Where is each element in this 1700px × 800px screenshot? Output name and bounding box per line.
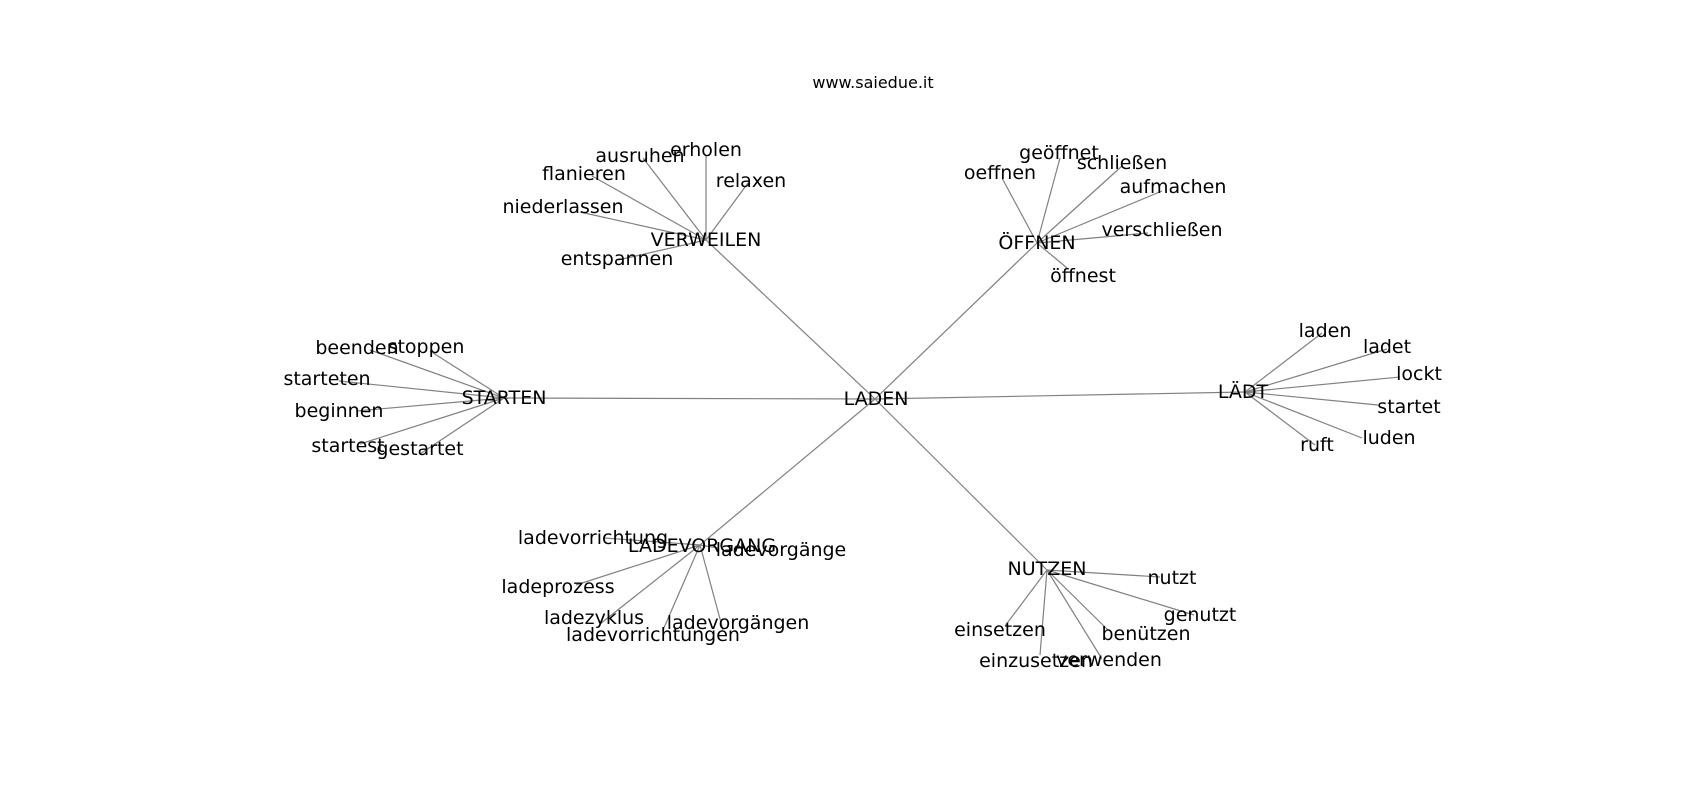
edge-hub-leaf (1244, 376, 1401, 393)
leaf-node-label: einzusetzen (979, 650, 1093, 672)
leaf-node-label: ladevorrichtungen (566, 624, 740, 646)
hub-node-label: VERWEILEN (651, 229, 762, 251)
leaf-node-label: benützen (1102, 623, 1191, 645)
edge-hub-leaf (1244, 391, 1316, 446)
leaf-node-label: ruft (1300, 434, 1334, 456)
edge-hub-leaf (642, 157, 707, 241)
edge-hub-leaf (599, 544, 701, 625)
leaf-node-label: geöffnet (1019, 142, 1099, 164)
leaf-node-label: niederlassen (502, 196, 623, 218)
leaf-node-label: beginnen (295, 400, 384, 422)
edge-hub-leaf (662, 544, 701, 631)
leaf-node-label: öffnest (1050, 265, 1116, 287)
hub-node-label: LÄDT (1218, 380, 1269, 403)
edge-hub-leaf (575, 544, 701, 586)
edge-center-hub (874, 398, 1048, 571)
hub-node-label: LADEVORGANG (628, 535, 776, 557)
edge-hub-leaf (699, 544, 724, 631)
edge-hub-leaf (429, 350, 505, 399)
edge-center-hub (705, 239, 876, 400)
leaf-node-label: ladevorgängen (667, 612, 810, 634)
leaf-node-label: startest (311, 435, 384, 457)
leaf-node-label: ladeprozess (501, 576, 614, 598)
site-watermark: www.saiedue.it (812, 73, 933, 92)
edge-hub-leaf (1036, 232, 1149, 244)
edge-hub-leaf (419, 397, 505, 455)
edge-center-hub (503, 397, 876, 400)
edge-hub-leaf (1244, 332, 1323, 393)
edge-hub-leaf (603, 537, 701, 546)
edge-hub-leaf (1036, 165, 1123, 244)
leaf-node-label: gestartet (376, 438, 463, 460)
edge-hub-leaf (579, 211, 707, 241)
leaf-node-label: entspannen (561, 248, 674, 270)
leaf-node-label: verschließen (1101, 219, 1222, 241)
edge-hub-leaf (1036, 242, 1068, 269)
leaf-node-label: oeffnen (964, 162, 1036, 184)
edge-center-hub (874, 391, 1246, 400)
leaf-node-label: relaxen (716, 170, 786, 192)
edge-hub-leaf (1046, 569, 1109, 631)
edge-hub-leaf (705, 182, 749, 241)
edge-center-hub (699, 398, 876, 546)
leaf-node-label: erholen (670, 139, 742, 161)
edge-hub-leaf (369, 349, 505, 399)
leaf-node-label: beenden (315, 337, 398, 359)
leaf-node-label: laden (1299, 320, 1352, 342)
edge-hub-leaf (1046, 569, 1103, 660)
edge-hub-leaf (359, 397, 505, 445)
leaf-node-label: starteten (283, 368, 370, 390)
edge-hub-leaf (1036, 157, 1061, 244)
leaf-node-label: schließen (1077, 152, 1167, 174)
edge-hub-leaf (1036, 190, 1163, 244)
leaf-node-label: stoppen (388, 336, 465, 358)
hub-node-label: NUTZEN (1008, 558, 1087, 580)
label-layer: www.saiedue.it LADEN erholenausruhenflan… (283, 73, 1441, 672)
center-node-label: LADEN (844, 388, 909, 410)
leaf-node-label: ausruhen (595, 145, 684, 167)
leaf-node-label: nutzt (1148, 567, 1197, 589)
edge-hub-leaf (617, 239, 707, 261)
edge-hub-leaf (1001, 177, 1038, 244)
edge-hub-leaf (1046, 569, 1161, 578)
leaf-node-label: ladezyklus (544, 607, 644, 629)
edge-layer (338, 155, 1401, 660)
leaf-node-label: luden (1362, 427, 1415, 449)
edge-center-hub (874, 242, 1038, 400)
leaf-node-label: ladevorrichtung (518, 527, 668, 549)
leaf-node-label: genutzt (1164, 604, 1237, 626)
edge-hub-leaf (699, 544, 719, 549)
edge-hub-leaf (1004, 569, 1048, 627)
edge-hub-leaf (338, 380, 505, 399)
leaf-node-label: einsetzen (954, 619, 1046, 641)
leaf-node-label: verwenden (1056, 649, 1162, 671)
leaf-node-label: ladet (1363, 336, 1411, 358)
edge-hub-leaf (1244, 391, 1363, 439)
leaf-node-label: startet (1377, 396, 1440, 418)
edge-hub-leaf (1046, 569, 1195, 616)
edge-hub-leaf (1244, 348, 1388, 393)
hub-node-label: ÖFFNEN (998, 231, 1075, 254)
edge-hub-leaf (1039, 569, 1048, 656)
leaf-node-label: aufmachen (1120, 176, 1227, 198)
hub-node-label: STARTEN (462, 387, 547, 409)
edge-hub-leaf (591, 175, 707, 241)
leaf-node-label: flanieren (542, 163, 626, 185)
leaf-node-label: lockt (1396, 363, 1442, 385)
edge-hub-leaf (1244, 391, 1379, 406)
edge-hub-leaf (355, 397, 505, 412)
leaf-node-label: ladevorgänge (716, 539, 847, 561)
